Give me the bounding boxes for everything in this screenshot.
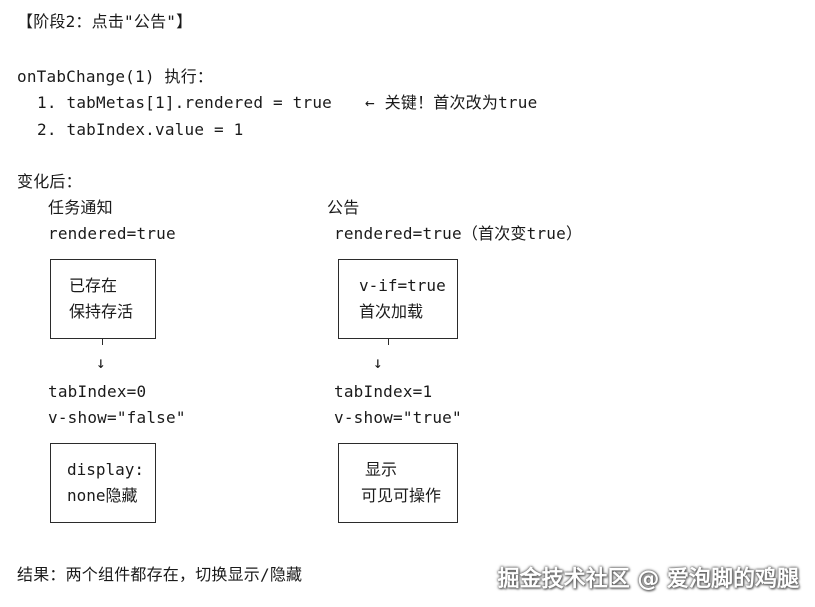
function-call: onTabChange(1) 执行： <box>17 67 214 86</box>
left-connector <box>102 339 104 345</box>
right-title: 公告 <box>327 198 360 217</box>
right-box1-line2: 首次加载 <box>359 302 424 321</box>
left-title: 任务通知 <box>48 198 113 217</box>
right-connector <box>388 339 390 345</box>
left-arrow-icon: ↓ <box>96 353 106 372</box>
watermark: 掘金技术社区 @ 爱泡脚的鸡腿 <box>497 567 799 592</box>
right-state-box: v-if=true 首次加载 <box>338 259 458 339</box>
step-2: 2. tabIndex.value = 1 <box>37 120 244 139</box>
step-1-note: ← 关键！首次改为true <box>365 93 538 112</box>
left-box2-line1: display: <box>67 460 145 479</box>
right-arrow-icon: ↓ <box>373 353 383 372</box>
right-tab-index: tabIndex=1 <box>334 382 433 401</box>
result-summary: 结果：两个组件都存在，切换显示/隐藏 <box>17 565 303 584</box>
left-state-box: 已存在 保持存活 <box>50 259 156 339</box>
right-box2-line2: 可见可操作 <box>361 486 442 505</box>
right-display-box: 显示 可见可操作 <box>338 443 458 523</box>
step-1: 1. tabMetas[1].rendered = true <box>37 93 332 112</box>
left-display-box: display: none隐藏 <box>50 443 156 523</box>
left-rendered: rendered=true <box>48 224 176 243</box>
left-v-show: v-show="false" <box>48 408 186 427</box>
stage-title: 【阶段2：点击"公告"】 <box>17 12 193 31</box>
left-box2-line2: none隐藏 <box>67 486 138 505</box>
right-rendered: rendered=true（首次变true） <box>334 224 583 243</box>
right-box1-line1: v-if=true <box>359 276 446 295</box>
right-box2-line1: 显示 <box>365 460 398 479</box>
right-v-show: v-show="true" <box>334 408 462 427</box>
after-label: 变化后： <box>17 172 82 191</box>
left-box1-line2: 保持存活 <box>69 302 134 321</box>
left-box1-line1: 已存在 <box>69 276 118 295</box>
left-tab-index: tabIndex=0 <box>48 382 147 401</box>
